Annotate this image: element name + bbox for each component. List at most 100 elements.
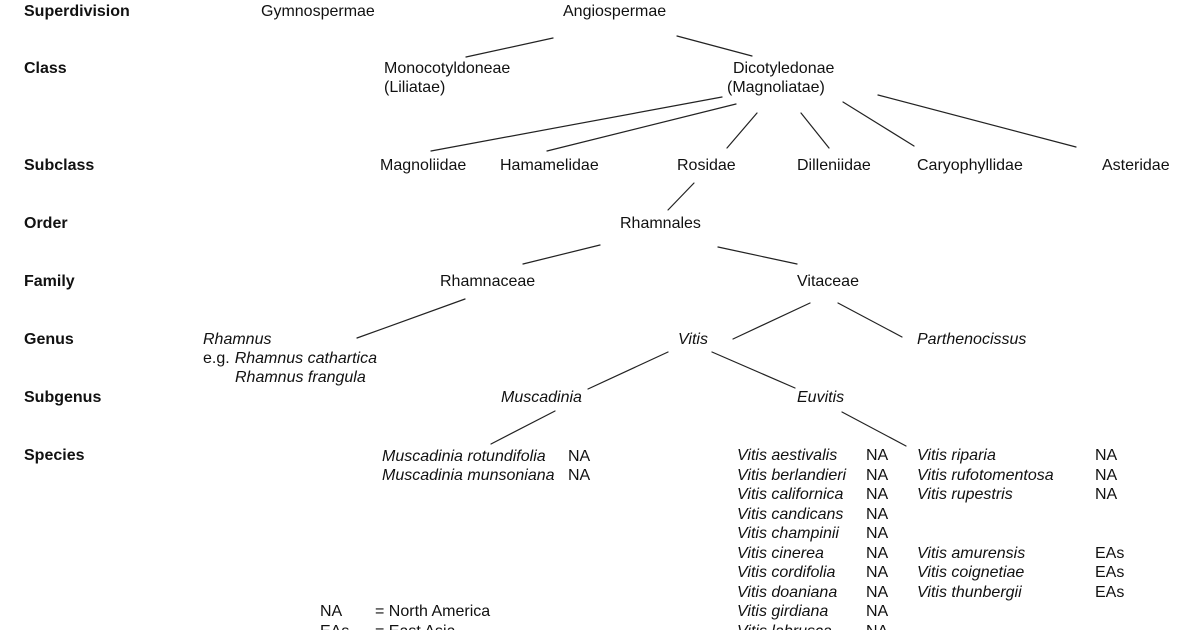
- node-subclass-dilleniidae: Dilleniidae: [797, 157, 871, 174]
- node-subclass-magnoliidae: Magnoliidae: [380, 157, 467, 174]
- species-name: Vitis coignetiae: [917, 564, 1025, 581]
- species-name: Vitis californica: [737, 486, 844, 503]
- rank-label-family: Family: [24, 273, 75, 290]
- species-row: Vitis berlandieri NA: [737, 466, 888, 485]
- species-origin: NA: [568, 448, 591, 465]
- rank-label-superdivision: Superdivision: [24, 3, 130, 20]
- node-order-rhamnales: Rhamnales: [620, 215, 701, 232]
- connector-line: [877, 94, 1077, 148]
- node-family-rhamnaceae: Rhamnaceae: [440, 273, 536, 290]
- species-origin: EAs: [1095, 584, 1125, 601]
- rank-label-genus: Genus: [24, 331, 74, 348]
- species-origin: NA: [866, 506, 889, 523]
- species-origin: NA: [1095, 447, 1118, 464]
- connector-line: [522, 244, 601, 265]
- species-origin: NA: [866, 447, 889, 464]
- connector-line: [717, 246, 798, 265]
- rank-label-species: Species: [24, 447, 85, 464]
- node-genus-vitis: Vitis: [678, 331, 708, 348]
- species-row: Vitis coignetiae EAs: [917, 563, 1124, 582]
- connector-line: [465, 37, 554, 58]
- connector-line: [842, 101, 915, 147]
- legend-row: EAs = East Asia: [320, 622, 456, 630]
- legend-abbr: NA: [320, 603, 343, 620]
- node-subclass-caryophyllidae: Caryophyllidae: [917, 157, 1023, 174]
- connector-line: [732, 302, 811, 340]
- connector-line: [837, 302, 903, 338]
- species-row: Vitis cinerea NA: [737, 544, 888, 563]
- rank-label-class: Class: [24, 60, 67, 77]
- species-row: Muscadinia munsoniana NA: [382, 466, 590, 485]
- species-row: Vitis champinii NA: [737, 524, 888, 543]
- species-row: Vitis riparia NA: [917, 446, 1117, 465]
- species-row: Vitis labrusca NA: [737, 622, 888, 630]
- species-name: Vitis candicans: [737, 506, 844, 523]
- node-subgenus-muscadinia: Muscadinia: [501, 389, 582, 406]
- connector-line: [587, 351, 669, 390]
- species-name: Vitis rufotomentosa: [917, 467, 1054, 484]
- connector-line: [711, 351, 796, 389]
- species-name: Vitis amurensis: [917, 545, 1026, 562]
- species-name: Rhamnus cathartica: [234, 350, 377, 367]
- species-name: Muscadinia munsoniana: [382, 467, 555, 484]
- species-row: Muscadinia rotundifolia NA: [382, 447, 590, 466]
- species-origin: NA: [866, 603, 889, 620]
- species-origin: NA: [866, 564, 889, 581]
- node-subclass-hamamelidae: Hamamelidae: [500, 157, 599, 174]
- species-origin: NA: [866, 467, 889, 484]
- connector-line: [490, 410, 556, 445]
- connector-line: [841, 411, 907, 447]
- species-origin: NA: [568, 467, 591, 484]
- species-origin: NA: [866, 622, 888, 630]
- species-row: Vitis rupestris NA: [917, 485, 1117, 504]
- node-class-monocotyledoneae: Monocotyldoneae: [384, 60, 511, 77]
- species-name: Vitis labrusca: [737, 623, 832, 630]
- species-name: Vitis girdiana: [737, 603, 829, 620]
- rank-label-subgenus: Subgenus: [24, 389, 102, 406]
- species-row: Vitis amurensis EAs: [917, 544, 1124, 563]
- species-name: Vitis doaniana: [737, 584, 838, 601]
- node-gymnospermae: Gymnospermae: [261, 3, 375, 20]
- species-row: Vitis girdiana NA: [737, 602, 888, 621]
- eg-prefix: e.g.: [203, 350, 230, 367]
- node-subclass-rosidae: Rosidae: [677, 157, 736, 174]
- node-subgenus-euvitis: Euvitis: [797, 389, 845, 406]
- species-origin: NA: [866, 545, 889, 562]
- species-origin: EAs: [1095, 564, 1125, 581]
- connector-line: [726, 112, 758, 149]
- node-class-dicotyledonae: Dicotyledonae: [733, 60, 835, 77]
- node-genus-parthenocissus: Parthenocissus: [917, 331, 1027, 348]
- species-name: Vitis champinii: [737, 525, 839, 542]
- species-origin: NA: [866, 486, 889, 503]
- species-origin: NA: [1095, 467, 1118, 484]
- species-name: Vitis berlandieri: [737, 467, 847, 484]
- connector-line: [546, 103, 737, 152]
- species-name: Muscadinia rotundifolia: [382, 448, 546, 465]
- rank-label-order: Order: [24, 215, 68, 232]
- legend-abbr: EAs: [320, 623, 349, 630]
- species-row: Vitis thunbergii EAs: [917, 583, 1124, 602]
- species-row: Vitis rufotomentosa NA: [917, 466, 1117, 485]
- species-row: Vitis cordifolia NA: [737, 563, 888, 582]
- species-name: Vitis thunbergii: [917, 584, 1022, 601]
- node-family-vitaceae: Vitaceae: [797, 273, 859, 290]
- legend-meaning: = East Asia: [375, 622, 456, 630]
- genus-rhamnus-example-1: e.g.Rhamnus cathartica: [203, 349, 377, 368]
- rank-label-subclass: Subclass: [24, 157, 95, 174]
- node-angiospermae: Angiospermae: [563, 3, 667, 20]
- species-row: Vitis doaniana NA: [737, 583, 888, 602]
- species-name: Vitis rupestris: [917, 486, 1013, 503]
- species-name: Vitis cinerea: [737, 545, 824, 562]
- node-subclass-asteridae: Asteridae: [1102, 157, 1170, 174]
- species-origin: NA: [1095, 486, 1118, 503]
- connector-line: [430, 96, 723, 152]
- legend-row: NA = North America: [320, 602, 490, 621]
- species-origin: NA: [866, 525, 889, 542]
- connector-line: [800, 112, 830, 149]
- connector-line: [676, 35, 753, 57]
- node-class-monocotyledoneae-alt: (Liliatae): [384, 79, 446, 96]
- genus-rhamnus-example-2: Rhamnus frangula: [235, 369, 366, 386]
- species-name: Vitis cordifolia: [737, 564, 836, 581]
